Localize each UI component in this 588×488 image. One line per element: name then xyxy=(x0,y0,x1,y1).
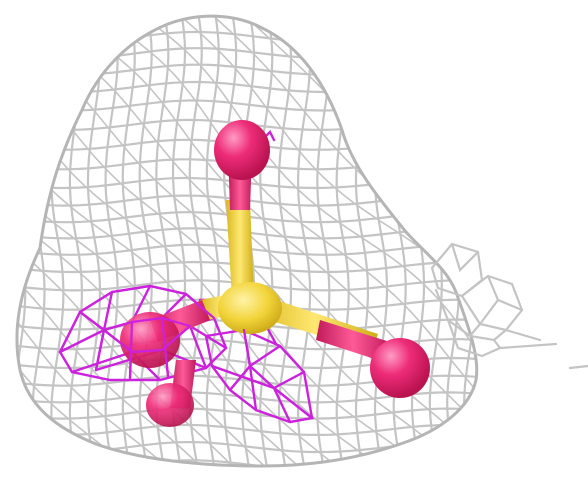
density-mesh-line xyxy=(16,118,477,132)
density-mesh-line xyxy=(86,16,102,466)
density-mesh-line xyxy=(259,16,274,466)
density-mesh-line xyxy=(16,16,41,466)
oxygen-atom-right xyxy=(370,338,430,398)
bond-o-right-stick xyxy=(316,320,390,362)
density-mesh-line xyxy=(514,4,526,486)
density-mesh-line xyxy=(415,16,477,466)
density-mesh-line xyxy=(50,16,65,466)
density-mesh-line xyxy=(16,16,326,466)
oxygen-atom-top xyxy=(214,120,270,180)
bond-s-o-top xyxy=(226,200,254,298)
density-mesh-line xyxy=(16,243,477,256)
density-mesh-line xyxy=(16,440,477,454)
density-mesh-line xyxy=(16,16,364,466)
density-mesh-line xyxy=(481,0,493,481)
density-mesh-line xyxy=(296,16,312,466)
density-mesh-line xyxy=(0,0,581,8)
density-mesh-line xyxy=(3,480,584,488)
density-mesh-line xyxy=(205,16,220,466)
density-mesh-line xyxy=(16,16,477,27)
oxygen-atom-bottom xyxy=(146,383,194,427)
density-mesh-line xyxy=(16,391,477,404)
density-mesh-line xyxy=(335,16,350,466)
density-mesh-line xyxy=(138,16,153,466)
density-mesh-line xyxy=(450,16,477,466)
density-mesh-line xyxy=(463,16,477,466)
density-mesh-line xyxy=(159,16,477,466)
density-mesh-line xyxy=(16,16,215,466)
density-mesh-line xyxy=(16,227,477,240)
density-mesh-line xyxy=(553,7,588,486)
density-mesh-line xyxy=(16,423,477,437)
density-mesh-line xyxy=(16,194,477,207)
density-mesh-line xyxy=(498,2,510,484)
density-mesh-line xyxy=(519,4,588,482)
density-mesh-line xyxy=(16,176,477,190)
density-mesh-line xyxy=(16,138,477,151)
sulfur-atom xyxy=(218,282,282,334)
density-mesh-line xyxy=(126,16,477,466)
difference-density-mesh-front xyxy=(58,284,315,424)
density-mesh-line xyxy=(16,260,477,274)
density-mesh-line xyxy=(531,6,543,488)
density-mesh-line xyxy=(16,16,148,466)
density-mesh-line xyxy=(16,80,477,94)
density-mesh-line xyxy=(16,30,477,44)
density-mesh-line xyxy=(485,0,588,480)
density-mesh-line xyxy=(16,158,477,171)
density-mesh-line xyxy=(16,16,402,466)
density-mesh-line xyxy=(0,6,1,484)
density-mesh-line xyxy=(16,16,287,466)
density-mesh-line xyxy=(16,356,477,370)
density-mesh-line xyxy=(16,374,477,387)
density-mesh-line xyxy=(68,16,84,466)
density-mesh-line xyxy=(16,16,27,466)
density-mesh-line xyxy=(277,16,293,466)
density-mesh-line xyxy=(16,407,477,420)
density-mesh-line xyxy=(0,3,6,485)
density-mesh-line xyxy=(54,16,477,466)
density-mesh-line xyxy=(91,16,477,466)
sulfate-molecule xyxy=(120,120,430,427)
density-mesh-line xyxy=(548,7,560,488)
density-mesh-line xyxy=(16,63,477,76)
density-mesh-line xyxy=(121,16,136,466)
density-mesh-line xyxy=(16,337,477,351)
density-mesh-line xyxy=(16,16,182,466)
density-mesh-line xyxy=(378,16,477,466)
density-mesh-line xyxy=(31,16,46,466)
density-mesh-line xyxy=(227,16,477,466)
density-mesh-line xyxy=(263,16,477,466)
density-mesh-line xyxy=(16,16,477,466)
density-mesh-line xyxy=(16,279,477,292)
density-mesh-line xyxy=(104,16,119,466)
density-mesh-line xyxy=(16,211,477,224)
density-mesh-line xyxy=(16,99,477,112)
density-mesh-line xyxy=(566,8,578,488)
